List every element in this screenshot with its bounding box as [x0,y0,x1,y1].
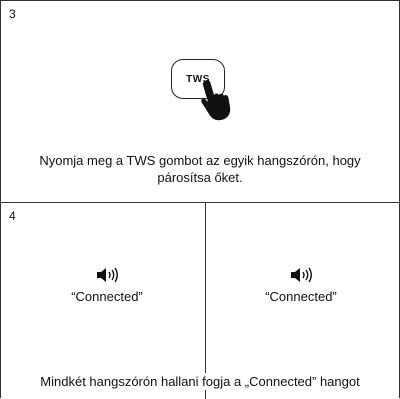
panel-divider [205,203,206,399]
connected-label-left: “Connected” [71,289,143,304]
step-3-panel: 3 TWS Nyomja meg a TWS gombot az egyik h… [0,0,400,203]
speaker-right: “Connected” [241,267,361,304]
step-4-panel: 4 “Connected” “Connected” Mindkét hangsz… [0,202,400,399]
speaker-sound-icon [291,267,312,283]
tws-button[interactable]: TWS [171,59,225,99]
speaker-left: “Connected” [47,267,167,304]
connected-label-right: “Connected” [265,289,337,304]
hand-pointer-icon [201,79,231,121]
speaker-sound-icon [97,267,118,283]
step-4-caption: Mindkét hangszórón hallani fogja a „Conn… [25,373,375,390]
step-3-caption: Nyomja meg a TWS gombot az egyik hangszó… [39,153,361,185]
step-4-number: 4 [9,209,16,223]
step-3-number: 3 [9,7,16,21]
